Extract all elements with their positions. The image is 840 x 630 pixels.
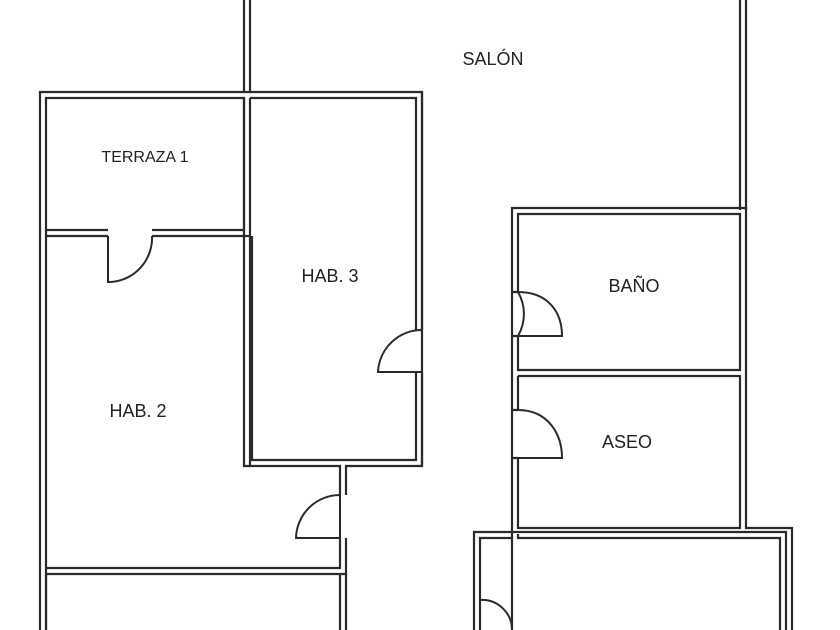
room-labels: SALÓN TERRAZA 1 HAB. 3 HAB. 2 BAÑO ASEO [101, 48, 659, 452]
door-hab3 [376, 328, 423, 373]
room-label-hab-3: HAB. 3 [301, 266, 358, 286]
wall-terraza-right [242, 98, 252, 466]
room-label-salon: SALÓN [462, 48, 523, 69]
room-label-bano: BAÑO [608, 275, 659, 296]
wall-bano-inner [516, 212, 742, 372]
wall-salon-left [242, 0, 252, 92]
wall-aseo-inner [516, 374, 742, 530]
wall-left-outer [38, 90, 424, 630]
door-bano [517, 291, 525, 337]
wall-bano-outer [510, 206, 794, 630]
doors [107, 235, 564, 630]
room-label-hab-2: HAB. 2 [109, 401, 166, 421]
walls [38, 0, 794, 630]
wall-bottom-right-room [472, 530, 788, 630]
door-aseo-arc [517, 409, 564, 459]
wall-hab2-right [242, 236, 342, 495]
door-hab2 [294, 494, 341, 539]
wall-terraza-bottom [46, 228, 250, 238]
wall-bano-door-edge [512, 290, 518, 338]
door-terraza [107, 235, 154, 284]
wall-aseo-door-edge [512, 408, 518, 460]
door-bano-arc [517, 291, 564, 337]
wall-left-inner [44, 96, 418, 630]
door-bottom-right [479, 598, 514, 630]
wall-hab2-bottom [46, 538, 348, 576]
room-label-terraza-1: TERRAZA 1 [101, 149, 188, 166]
room-label-aseo: ASEO [602, 432, 652, 452]
wall-salon-right [738, 0, 748, 210]
wall-lower-left-room [44, 574, 348, 630]
